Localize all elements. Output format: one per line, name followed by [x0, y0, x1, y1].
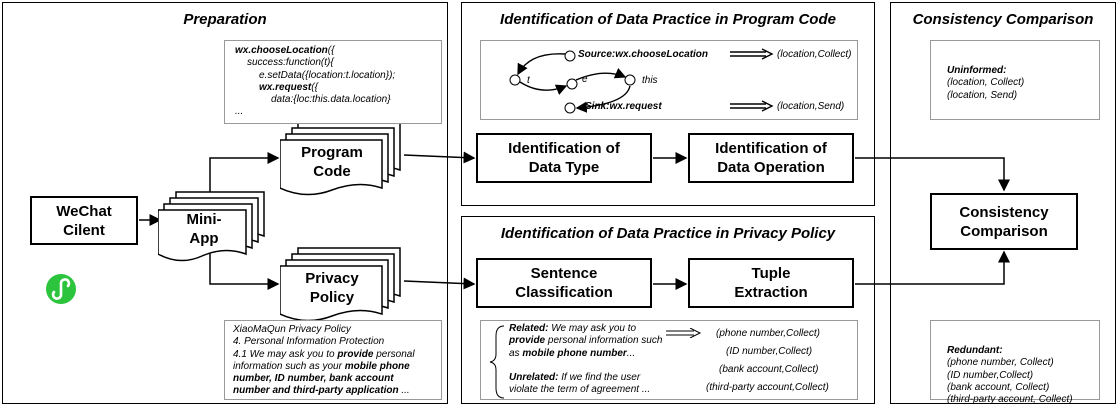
policy-line-2: 4. Personal Information Protection	[233, 336, 385, 348]
miniprogram-logo-icon	[46, 274, 76, 304]
source-node	[564, 50, 576, 62]
data-operation-node: Identification of Data Operation	[688, 133, 854, 183]
data-type-node: Identification of Data Type	[476, 133, 652, 183]
arrow-dataop-consistency	[855, 157, 1010, 192]
related-text-2a: provide	[509, 335, 546, 347]
tuple-extraction-node: Tuple Extraction	[688, 258, 854, 308]
miniapp-doc-stack	[158, 191, 265, 262]
data-flow-graph	[509, 48, 774, 114]
code-snippet-note: wx.chooseLocation({ success:function(t){…	[224, 40, 442, 124]
this-label: this	[642, 75, 658, 86]
unrelated-text-1: If we find the user	[558, 371, 641, 383]
policy-line-4: information such as your	[233, 360, 345, 372]
code-panel-title: Identification of Data Practice in Progr…	[500, 11, 836, 28]
code-line-3: e.setData({location:t.location});	[259, 69, 396, 81]
classification-brace	[489, 325, 505, 399]
sink-node	[564, 102, 576, 114]
related-text-2b: personal information such	[545, 335, 663, 347]
related-text-1: We may ask you to	[548, 323, 637, 334]
redundant-line-3: (bank account, Collect)	[947, 381, 1050, 393]
policy-panel-title: Identification of Data Practice in Priva…	[500, 225, 836, 242]
related-text-3a: as	[509, 347, 523, 359]
policy-line-6b: ...	[398, 385, 410, 397]
classification-arrow	[666, 328, 702, 338]
code-line-4b: ({	[311, 81, 318, 93]
edge-source-t	[517, 53, 566, 76]
arrow-miniapp-policy	[209, 244, 280, 290]
edge-t-e	[519, 81, 568, 95]
privacy-policy-doc-stack	[280, 247, 401, 322]
redundant-note: Redundant: (phone number, Collect) (ID n…	[930, 320, 1100, 405]
preparation-panel: Preparation	[2, 2, 448, 404]
code-line-1a: wx.chooseLocation	[235, 45, 328, 56]
arrow-sink-tuple	[730, 103, 766, 109]
code-line-1b: ({	[327, 45, 335, 56]
code-panel: Identification of Data Practice in Progr…	[461, 2, 875, 206]
edge-e-this	[575, 67, 627, 81]
related-text-3c: ...	[626, 347, 636, 359]
program-code-label: Program Code	[301, 144, 363, 180]
code-line-2: success:function(t){	[247, 57, 334, 69]
uninformed-line-1: (location, Collect)	[947, 77, 1025, 89]
wechat-client-node: WeChat Cilent	[30, 196, 138, 245]
policy-tuple-4: (third-party account,Collect)	[706, 382, 829, 393]
miniapp-label: Mini- App	[186, 211, 222, 247]
code-line-6: ...	[235, 106, 244, 118]
arrow-miniapp-code	[209, 152, 280, 204]
arrow-policy-sentence	[403, 277, 476, 290]
uninformed-line-2: (location, Send)	[947, 89, 1018, 101]
edge-this-sink	[575, 85, 631, 113]
sentence-classification-node: Sentence Classification	[476, 258, 652, 308]
consistency-panel: Consistency Comparison	[890, 2, 1116, 404]
arrow-tuple-consistency	[855, 250, 1010, 285]
uninformed-title: Uninformed:	[947, 65, 1007, 76]
consistency-panel-title: Consistency Comparison	[912, 11, 1094, 28]
flow-tuple-1: (location,Collect)	[777, 49, 852, 60]
policy-panel: Identification of Data Practice in Priva…	[461, 216, 875, 404]
unrelated-label: Unrelated:	[509, 371, 559, 383]
policy-tuple-2: (ID number,Collect)	[726, 346, 813, 357]
related-text-3b: mobile phone number	[522, 347, 627, 359]
policy-tuple-3: (bank account,Collect)	[719, 364, 819, 375]
data-flow-note	[480, 40, 858, 120]
policy-tuple-1: (phone number,Collect)	[716, 328, 820, 339]
program-code-doc-stack	[280, 121, 401, 196]
privacy-policy-label: Privacy Policy	[305, 270, 359, 306]
consistency-comparison-node: Consistency Comparison	[930, 193, 1078, 250]
redundant-line-2: (ID number,Collect)	[947, 369, 1034, 381]
redundant-line-4: (third-party account, Collect)	[947, 394, 1073, 406]
policy-line-3c: personal	[373, 348, 415, 360]
this-node	[624, 74, 636, 86]
preparation-title: Preparation	[183, 11, 267, 28]
redundant-title: Redundant:	[947, 345, 1003, 356]
policy-text-note: XiaoMaQun Privacy Policy 4. Personal Inf…	[224, 320, 442, 400]
e-label: e	[582, 74, 588, 85]
unrelated-text-2: violate the term of agreement ...	[509, 384, 651, 396]
policy-line-1: XiaoMaQun Privacy Policy	[233, 324, 351, 335]
policy-line-3b: provide	[337, 348, 374, 360]
policy-line-3: 4.1 We may ask you to	[233, 348, 338, 360]
redundant-line-1: (phone number, Collect)	[947, 357, 1054, 369]
code-line-4a: wx.request	[259, 81, 312, 93]
source-label: Source:wx.chooseLocation	[578, 49, 709, 60]
t-label: t	[527, 75, 530, 86]
arrow-source-tuple	[730, 51, 766, 57]
sink-label: Sink:wx.request	[585, 101, 662, 112]
classification-note: Related: We may ask you to provide perso…	[480, 320, 858, 400]
policy-line-6: number and third-party application	[233, 385, 399, 397]
uninformed-note: Uninformed: (location, Collect) (locatio…	[930, 40, 1100, 120]
policy-line-4b: mobile phone	[344, 360, 410, 372]
related-label: Related:	[509, 323, 549, 334]
policy-line-5: number, ID number, bank account	[233, 373, 394, 385]
code-line-5: data:{loc:this.data.location}	[271, 94, 391, 106]
arrow-code-datatype	[403, 151, 476, 164]
t-node	[509, 74, 521, 86]
flow-tuple-2: (location,Send)	[777, 101, 845, 112]
e-node	[566, 78, 578, 90]
